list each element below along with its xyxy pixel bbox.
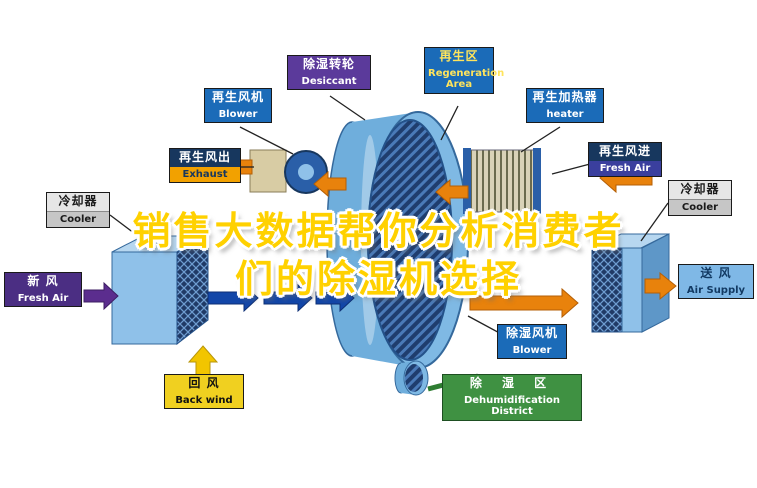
label-cooler-left: 冷却器 Cooler <box>46 192 110 229</box>
label-dehumid-blower-en: Blower <box>512 344 552 356</box>
label-desiccant: 除湿转轮 Desiccant <box>287 55 371 91</box>
label-desiccant-zh: 除湿转轮 <box>302 57 355 71</box>
label-regen-fresh-air-zh: 再生风进 <box>589 143 661 161</box>
label-regen-heater: 再生加热器 heater <box>526 88 604 124</box>
label-regen-blower-zh: 再生风机 <box>211 90 264 104</box>
label-regeneration-area-en: Regeneration Area <box>428 67 505 91</box>
label-dehumid-district-en: Dehumidification District <box>463 394 561 418</box>
headline-line-2: 们的除湿机选择 <box>234 257 522 301</box>
label-regen-blower: 再生风机 Blower <box>204 88 272 124</box>
label-fresh-air-zh: 新 风 <box>27 274 59 288</box>
label-exhaust-en: Exhaust <box>170 166 240 183</box>
label-dehumid-blower-zh: 除湿风机 <box>505 326 558 340</box>
label-air-supply-en: Air Supply <box>686 284 746 296</box>
blue-arrows <box>207 283 355 313</box>
process-air-arrow-1 <box>207 283 259 313</box>
wheel-to-right-unit-arrow <box>469 287 579 319</box>
label-air-supply: 送 风 Air Supply <box>678 264 754 300</box>
label-desiccant-en: Desiccant <box>301 75 357 87</box>
label-regen-heater-en: heater <box>546 108 584 120</box>
air-supply-arrow <box>644 271 677 301</box>
heater-to-wheel-arrow <box>435 178 469 206</box>
regen-blower-unit <box>249 149 328 194</box>
label-dehumid-blower: 除湿风机 Blower <box>497 324 567 360</box>
label-regen-blower-en: Blower <box>218 108 258 120</box>
label-exhaust-zh: 再生风出 <box>170 149 240 167</box>
fresh-air-arrow <box>83 281 119 311</box>
label-cooler-right-en: Cooler <box>669 198 731 216</box>
label-exhaust: 再生风出 Exhaust <box>169 148 241 184</box>
headline-line-1: 销售大数据帮你分析消费者 <box>132 209 625 253</box>
label-cooler-left-en: Cooler <box>47 210 109 228</box>
label-cooler-right: 冷却器 Cooler <box>668 180 732 217</box>
label-back-wind-zh: 回 风 <box>188 376 220 390</box>
label-dehumid-district-zh: 除 湿 区 <box>469 376 555 390</box>
label-cooler-left-zh: 冷却器 <box>47 193 109 211</box>
process-air-arrow-3 <box>315 283 355 313</box>
label-regeneration-area-zh: 再生区 <box>439 49 479 63</box>
label-dehumid-district: 除 湿 区 Dehumidification District <box>442 374 582 421</box>
label-air-supply-zh: 送 风 <box>700 266 732 280</box>
label-cooler-right-zh: 冷却器 <box>669 181 731 199</box>
process-air-arrow-2 <box>263 283 313 313</box>
regen-heater-unit <box>463 148 541 214</box>
label-regeneration-area: 再生区 Regeneration Area <box>424 47 505 94</box>
label-back-wind: 回 风 Back wind <box>164 374 244 410</box>
right-air-unit <box>591 233 670 333</box>
label-fresh-air: 新 风 Fresh Air <box>4 272 82 308</box>
label-regen-fresh-air: 再生风进 Fresh Air <box>588 142 662 178</box>
label-regen-heater-zh: 再生加热器 <box>532 90 598 104</box>
wheel-to-blower-arrow <box>313 170 347 198</box>
label-regen-fresh-air-en: Fresh Air <box>589 160 661 177</box>
label-back-wind-en: Back wind <box>175 394 233 406</box>
back-wind-arrow <box>187 345 219 377</box>
label-fresh-air-en: Fresh Air <box>17 292 69 304</box>
small-drum <box>394 360 429 396</box>
left-air-unit <box>111 235 209 346</box>
